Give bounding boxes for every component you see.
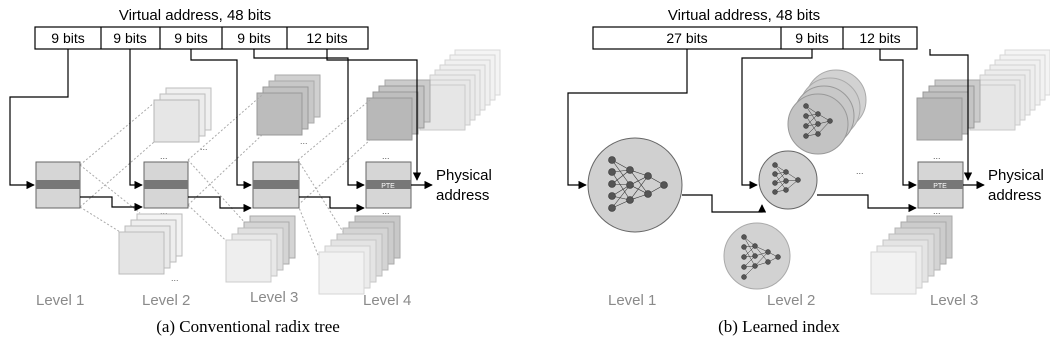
ellipsis: ... — [382, 206, 390, 216]
pte-label: PTE — [933, 183, 947, 190]
level1-table — [35, 161, 81, 209]
field-5: 12 bits — [306, 30, 347, 46]
level-label: Level 2 — [142, 292, 190, 309]
panel-conventional-radix-tree: Virtual address, 48 bits 9 bits 9 bits 9… — [9, 7, 501, 336]
field-1: 9 bits — [51, 30, 84, 46]
physical-address-left: Physical address — [436, 167, 492, 204]
ellipsis: ... — [160, 151, 168, 161]
field-27: 27 bits — [666, 30, 707, 46]
level-labels-left: Level 1 Level 2 Level 3 Level 4 — [36, 289, 411, 309]
far-stack-level3-right — [969, 49, 1050, 131]
level1-neural-model — [587, 137, 683, 233]
connections-left — [9, 49, 433, 213]
panel-learned-index: Virtual address, 48 bits 27 bits 9 bits … — [567, 7, 1050, 336]
virtual-address-title: Virtual address, 48 bits — [119, 7, 271, 24]
connections-right — [567, 49, 985, 213]
upper-stacks-left: ... ... — [153, 74, 431, 152]
ellipsis: ... — [856, 166, 864, 176]
level-label: Level 1 — [608, 292, 656, 309]
level-label: Level 3 — [930, 292, 978, 309]
level2-neural-model — [758, 150, 818, 210]
level-label: Level 2 — [767, 292, 815, 309]
ellipsis: ... — [171, 273, 179, 283]
lower-stacks-left: ... — [118, 213, 401, 295]
physical-label: Physical — [988, 167, 1044, 184]
ellipsis: ... — [200, 142, 208, 152]
ellipsis: ... — [382, 151, 390, 161]
lower-stacks-right — [870, 215, 953, 295]
level-label: Level 4 — [363, 292, 411, 309]
level2-table: ... ... — [143, 151, 189, 216]
ellipsis: ... — [933, 206, 941, 216]
ellipsis: ... — [933, 151, 941, 161]
level-label: Level 3 — [250, 289, 298, 306]
field-4: 9 bits — [237, 30, 270, 46]
upper-nn-bubbles: ... — [787, 69, 867, 176]
virtual-address-title: Virtual address, 48 bits — [668, 7, 820, 24]
field-9: 9 bits — [795, 30, 828, 46]
level4-table: ... PTE ... — [365, 151, 412, 216]
level-labels-right: Level 1 Level 2 Level 3 — [608, 292, 978, 309]
field-2: 9 bits — [113, 30, 146, 46]
level-label: Level 1 — [36, 292, 84, 309]
field-3: 9 bits — [174, 30, 207, 46]
virtual-address-bar-left: Virtual address, 48 bits 9 bits 9 bits 9… — [34, 7, 369, 50]
field-12: 12 bits — [859, 30, 900, 46]
far-stack-level4-right — [419, 49, 501, 131]
level3-table — [252, 161, 300, 209]
address-label: address — [436, 187, 489, 204]
pte-label: PTE — [381, 183, 395, 190]
ellipsis: ... — [300, 136, 308, 146]
lower-nn-bubble: ... — [723, 218, 791, 290]
address-label: address — [988, 187, 1041, 204]
caption-a: (a) Conventional radix tree — [156, 317, 340, 336]
physical-label: Physical — [436, 167, 492, 184]
upper-stacks-right — [916, 79, 981, 141]
physical-address-right: Physical address — [988, 167, 1044, 204]
virtual-address-bar-right: Virtual address, 48 bits 27 bits 9 bits … — [592, 7, 918, 50]
caption-b: (b) Learned index — [718, 317, 840, 336]
level3-table: ... PTE ... — [917, 151, 964, 216]
ellipsis: ... — [160, 206, 168, 216]
